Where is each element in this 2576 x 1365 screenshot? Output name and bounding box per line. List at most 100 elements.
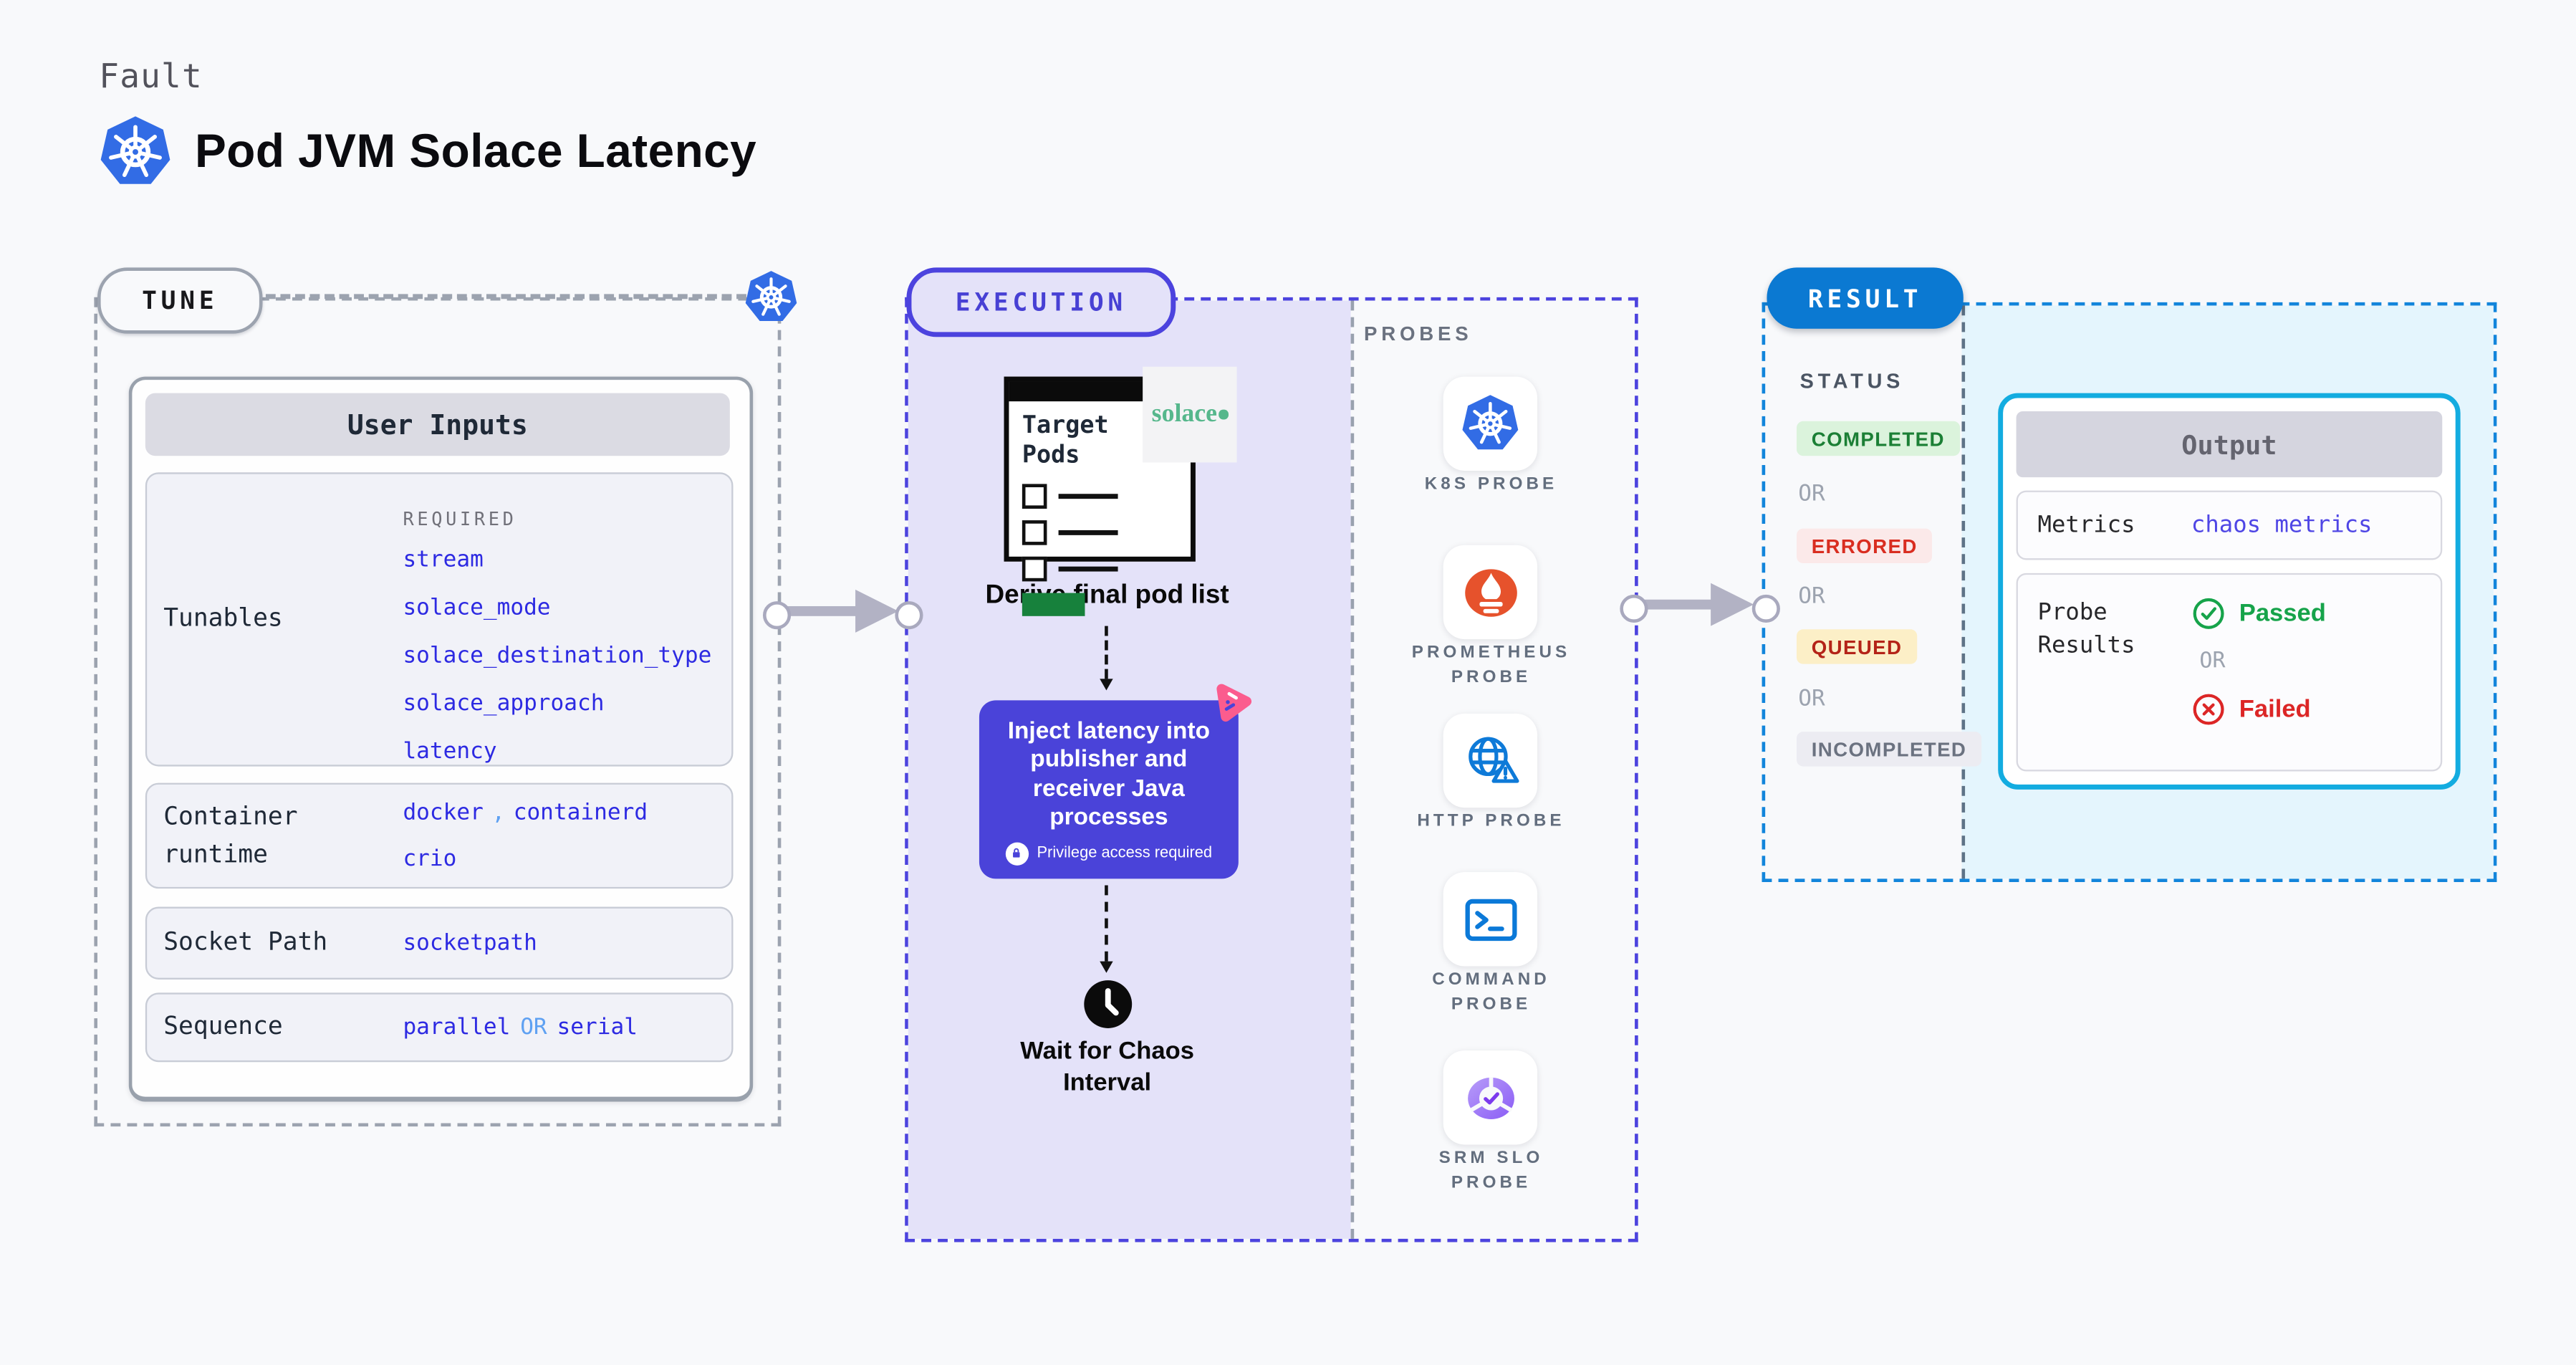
tunables-label: Tunables — [163, 603, 283, 633]
kubernetes-icon — [745, 271, 797, 321]
arrow-start-node — [1620, 593, 1648, 622]
probe-card-http — [1443, 713, 1538, 808]
terminal-icon — [1464, 898, 1517, 940]
x-circle-icon — [2193, 694, 2224, 725]
arrow-start-node — [762, 600, 792, 629]
checkbox-icon — [1022, 556, 1047, 582]
metrics-row: Metrics chaos metrics — [2016, 490, 2443, 560]
sequence-label: Sequence — [163, 1011, 283, 1042]
container-runtime-label: Container runtime — [163, 800, 298, 869]
container-runtime-row: Container runtime docker,containerd crio — [145, 782, 734, 889]
privilege-note: Privilege access required — [979, 841, 1239, 865]
probe-card-command — [1443, 872, 1538, 967]
kubernetes-icon — [1462, 395, 1519, 450]
arrow-head-icon — [1711, 583, 1754, 626]
metrics-label: Metrics — [2037, 512, 2135, 539]
status-badge-errored: ERRORED — [1796, 528, 1933, 564]
confirm-button-shape — [1022, 593, 1085, 616]
pod-list-item — [1022, 484, 1118, 509]
lock-icon — [1005, 841, 1029, 865]
probe-card-prometheus — [1443, 545, 1538, 640]
solace-logo-text: solace — [1151, 399, 1217, 428]
probe-label: K8S PROBE — [1424, 474, 1558, 494]
fault-eyebrow: Fault — [99, 56, 203, 96]
srm-slo-icon — [1466, 1076, 1514, 1119]
checkbox-icon — [1022, 520, 1047, 545]
tunable-value: solace_destination_type — [403, 642, 712, 669]
user-inputs-header: User Inputs — [145, 393, 730, 456]
container-runtime-value: crio — [403, 846, 457, 873]
tunable-value: stream — [403, 546, 484, 573]
kubernetes-icon — [100, 116, 170, 184]
http-globe-icon — [1468, 736, 1519, 782]
clock-icon — [1084, 980, 1133, 1028]
arrow-line — [1638, 600, 1718, 609]
arrow-head-icon — [1099, 679, 1112, 691]
arrow-line — [781, 606, 864, 616]
tune-pill: TUNE — [97, 267, 263, 334]
list-line — [1058, 494, 1118, 499]
pod-list-item — [1022, 520, 1118, 545]
tunables-row: Tunables REQUIRED stream solace_mode sol… — [145, 472, 734, 767]
litmus-chaos-icon — [1216, 684, 1252, 722]
or-separator: OR — [1798, 480, 1825, 507]
status-badge-completed: COMPLETED — [1796, 421, 1960, 456]
inject-latency-text: Inject latency into publisher and receiv… — [1007, 718, 1211, 831]
failed-line: Failed — [2191, 692, 2326, 727]
list-line — [1058, 530, 1118, 535]
flow-connector — [1105, 626, 1108, 679]
privilege-note-text: Privilege access required — [1037, 844, 1213, 863]
tune-section — [94, 297, 782, 1127]
tunable-value: solace_approach — [403, 690, 605, 717]
check-circle-icon — [2193, 598, 2224, 629]
metrics-value: chaos metrics — [2191, 512, 2373, 539]
or-separator: OR — [1798, 685, 1825, 712]
prometheus-icon — [1464, 568, 1517, 616]
flow-connector — [1105, 885, 1108, 962]
socket-path-row: Socket Path socketpath — [145, 906, 734, 980]
wait-chaos-interval-caption: Wait for Chaos Interval — [1020, 1037, 1194, 1097]
passed-line: Passed — [2191, 596, 2326, 631]
output-header: Output — [2016, 411, 2443, 478]
output-card: Output Metrics chaos metrics Probe Resul… — [1998, 393, 2461, 790]
container-runtime-values: docker,containerd — [403, 799, 648, 826]
probes-heading: PROBES — [1364, 322, 1473, 345]
probe-label: SRM SLO PROBE — [1438, 1148, 1544, 1193]
socket-path-value: socketpath — [403, 929, 537, 957]
checkbox-icon — [1022, 484, 1047, 509]
socket-path-label: Socket Path — [163, 927, 328, 957]
tune-connector-line — [251, 294, 746, 300]
solace-logo: solace — [1143, 366, 1237, 463]
list-line — [1058, 567, 1118, 571]
arrow-head-icon — [855, 589, 898, 633]
arrow-head-icon — [1099, 961, 1112, 973]
probe-card-k8s — [1443, 376, 1538, 471]
pod-list-item — [1022, 556, 1118, 582]
tunable-value: solace_mode — [403, 594, 551, 621]
probes-divider — [1350, 300, 1355, 1239]
target-pods-title: Target Pods — [1022, 413, 1109, 469]
or-separator: OR — [2199, 648, 2226, 674]
status-badge-queued: QUEUED — [1796, 629, 1918, 664]
required-label: REQUIRED — [403, 508, 517, 530]
tunable-value: latency — [403, 738, 497, 765]
probe-card-srm-slo — [1443, 1050, 1538, 1145]
status-badge-incompleted: INCOMPLETED — [1796, 732, 1982, 767]
probe-label: HTTP PROBE — [1417, 810, 1565, 831]
page-title: Pod JVM Solace Latency — [195, 125, 757, 178]
failed-label: Failed — [2239, 695, 2311, 724]
result-pill: RESULT — [1767, 267, 1964, 329]
probe-results-row: Probe Results Passed OR Faile — [2016, 573, 2443, 772]
probe-label: COMMAND PROBE — [1432, 969, 1550, 1015]
derive-pod-list-caption: Derive final pod list — [985, 581, 1229, 610]
inject-latency-step: Inject latency into publisher and receiv… — [979, 700, 1239, 879]
probe-label: PROMETHEUS PROBE — [1411, 642, 1571, 688]
arrow-end-node — [894, 600, 923, 629]
execution-pill: EXECUTION — [906, 267, 1176, 337]
passed-label: Passed — [2239, 599, 2326, 628]
arrow-end-node — [1751, 593, 1779, 622]
solace-logo-dot — [1219, 410, 1228, 419]
status-heading: STATUS — [1799, 370, 1905, 393]
